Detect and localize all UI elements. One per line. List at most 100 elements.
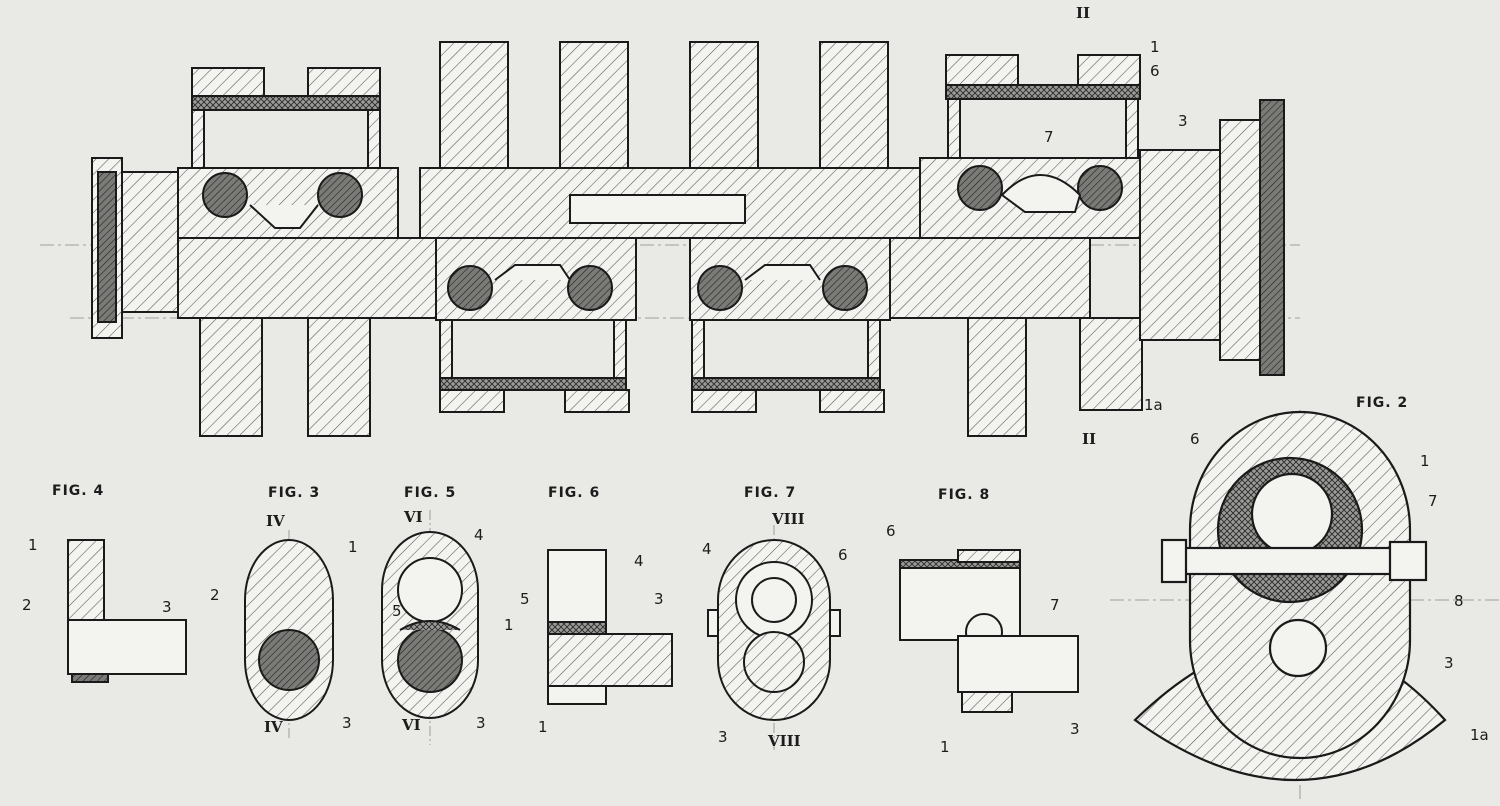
section-mark-ii-bottom: II <box>1082 430 1097 448</box>
ref-3-fig1: 3 <box>1178 112 1188 130</box>
ref-3-fig8: 3 <box>1070 720 1080 738</box>
ref-1-fig6: 1 <box>538 718 548 736</box>
fig6-part-4 <box>547 549 607 623</box>
fig5-caption: FIG. 5 <box>404 485 457 501</box>
fig7-caption: FIG. 7 <box>744 485 797 501</box>
throw-cap-left-a <box>191 67 265 97</box>
section-mark-iv-top: IV <box>266 512 285 530</box>
fig3-part-3 <box>258 629 320 691</box>
crank-pin-7-left-b <box>317 172 363 218</box>
ref-5-fig5: 5 <box>392 602 402 620</box>
counterweight-left-a <box>199 317 263 437</box>
ref-2-fig4: 2 <box>22 596 32 614</box>
ref-6-fig8: 6 <box>886 522 896 540</box>
section-mark-vi-bottom: VI <box>402 716 421 734</box>
ref-6-fig1: 6 <box>1150 62 1160 80</box>
throw-cap-left-b <box>307 67 381 97</box>
fig4-part-1 <box>67 539 105 621</box>
ref-3-fig2: 3 <box>1444 654 1454 672</box>
web-center-d <box>867 319 881 379</box>
fig6-part-5 <box>547 621 607 635</box>
fig8-part-1 <box>961 691 1013 713</box>
fig4-part-3 <box>67 619 187 675</box>
section-mark-iv-bottom: IV <box>264 718 283 736</box>
fig2-section <box>1110 410 1500 800</box>
ref-8-fig2: 8 <box>1454 592 1464 610</box>
throw-cap-right-b <box>1077 54 1141 86</box>
ref-1a-fig2: 1a <box>1470 726 1489 744</box>
ref-3-fig5: 3 <box>476 714 486 732</box>
fig2-caption: FIG. 2 <box>1356 395 1409 411</box>
ref-4-fig7: 4 <box>702 540 712 558</box>
crank-pin-center-2 <box>567 265 613 311</box>
crank-pin-center-1 <box>447 265 493 311</box>
crank-pin-center-4 <box>822 265 868 311</box>
web-center-a <box>439 319 453 379</box>
left-flange-ring <box>97 171 117 323</box>
web-center-c <box>691 319 705 379</box>
right-flange <box>1259 99 1285 376</box>
cap-center-4 <box>819 389 885 413</box>
fig5-part-3 <box>397 627 463 693</box>
counterweight-top-2 <box>559 41 629 171</box>
fig2-lower-bore <box>1268 618 1328 678</box>
ref-3-fig3: 3 <box>342 714 352 732</box>
fig4-part-2 <box>71 673 109 683</box>
bearing-shell-6-left <box>191 95 381 111</box>
central-bolt <box>569 194 746 224</box>
section-mark-ii-top: II <box>1076 4 1091 22</box>
ref-7-fig2: 7 <box>1428 492 1438 510</box>
ref-2-fig3: 2 <box>210 586 220 604</box>
bearing-shell-center-a <box>439 377 627 391</box>
fig8-part-3 <box>957 635 1079 693</box>
cap-center-3 <box>691 389 757 413</box>
fig7-part-6 <box>751 577 797 623</box>
right-shaft-end <box>1139 149 1221 341</box>
section-mark-vi-top: VI <box>404 508 423 526</box>
counterweight-right-a <box>967 317 1027 437</box>
fig2-part-7-bolt <box>1163 546 1397 576</box>
counterweight-top-3 <box>689 41 759 171</box>
ref-7-fig1: 7 <box>1044 128 1054 146</box>
linkage-left <box>249 204 319 229</box>
fig6-part-3 <box>547 633 673 687</box>
fig8-caption: FIG. 8 <box>938 487 991 503</box>
fig2-part-1-bore <box>1250 472 1334 556</box>
throw-cap-right-a <box>945 54 1019 86</box>
crank-pin-7-left-a <box>202 172 248 218</box>
ref-5-fig6: 5 <box>520 590 530 608</box>
linkage-center-a <box>494 264 571 281</box>
ref-4-fig5: 4 <box>474 526 484 544</box>
crank-pin-7-right-b <box>1077 165 1123 211</box>
fig5-part-4 <box>397 557 463 623</box>
fig5-part-5 <box>399 620 461 631</box>
fig6-part-1 <box>547 685 607 705</box>
ref-1-fig2: 1 <box>1420 452 1430 470</box>
web-left-a <box>191 109 205 171</box>
ref-1-fig5: 1 <box>504 616 514 634</box>
fig5-section <box>381 510 479 745</box>
fig2-bolt-head <box>1160 538 1188 584</box>
right-gear <box>1219 119 1261 361</box>
fig2-part-8-nut <box>1388 540 1428 582</box>
main-shaft-left <box>177 237 439 319</box>
counterweight-1a <box>1079 317 1143 411</box>
ref-1-fig4: 1 <box>28 536 38 554</box>
main-shaft-right <box>889 237 1091 319</box>
fig4-section <box>67 539 187 683</box>
web-left-b <box>367 109 381 171</box>
cap-center-1 <box>439 389 505 413</box>
crank-pin-center-3 <box>697 265 743 311</box>
ref-1-fig3: 1 <box>348 538 358 556</box>
ref-1-fig1: 1 <box>1150 38 1160 56</box>
ref-6-fig2: 6 <box>1190 430 1200 448</box>
bearing-shell-6-right <box>945 84 1141 100</box>
fig6-caption: FIG. 6 <box>548 485 601 501</box>
fig3-section <box>244 530 334 740</box>
web-right-b <box>1125 98 1139 162</box>
fig8-section <box>899 549 1079 713</box>
ref-4-fig6: 4 <box>634 552 644 570</box>
fig3-caption: FIG. 3 <box>268 485 321 501</box>
crank-pin-7-right-a <box>957 165 1003 211</box>
counterweight-top-1 <box>439 41 509 171</box>
